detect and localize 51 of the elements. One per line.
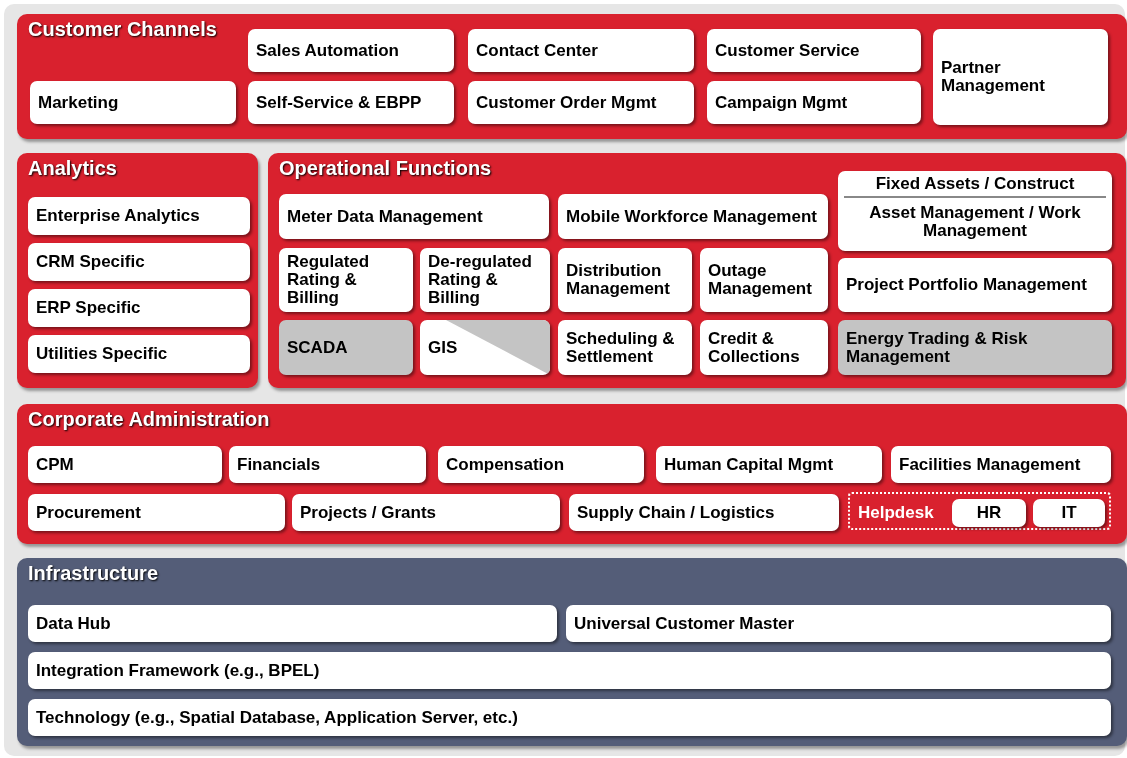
module-box: Sales Automation bbox=[248, 29, 454, 72]
module-box: Self-Service & EBPP bbox=[248, 81, 454, 124]
module-box: SCADA bbox=[279, 320, 413, 375]
module-box: Contact Center bbox=[468, 29, 694, 72]
section-panel bbox=[268, 153, 1126, 388]
module-box: Scheduling & Settlement bbox=[558, 320, 692, 375]
section-panel bbox=[17, 14, 1127, 139]
module-box: Customer Service bbox=[707, 29, 921, 72]
module-box: Integration Framework (e.g., BPEL) bbox=[28, 652, 1111, 689]
module-box: De-regulated Rating & Billing bbox=[420, 248, 550, 312]
module-box: Campaign Mgmt bbox=[707, 81, 921, 124]
section-panel bbox=[17, 153, 258, 388]
module-box: Distribution Management bbox=[558, 248, 692, 312]
group-frame bbox=[848, 492, 1111, 530]
section-panel bbox=[17, 558, 1127, 746]
module-box: Credit & Collections bbox=[700, 320, 828, 375]
module-box: Facilities Management bbox=[891, 446, 1111, 483]
section-title: Infrastructure bbox=[28, 562, 159, 585]
section-panel bbox=[17, 404, 1127, 544]
module-box: Technology (e.g., Spatial Database, Application Server, etc.) bbox=[28, 699, 1111, 736]
module-box: Customer Order Mgmt bbox=[468, 81, 694, 124]
module-box: Partner Management bbox=[933, 29, 1108, 125]
section-title: Operational Functions bbox=[279, 157, 492, 180]
module-box: Meter Data Management bbox=[279, 194, 549, 239]
module-box: Marketing bbox=[30, 81, 236, 124]
module-box: GIS bbox=[420, 320, 550, 375]
module-box: Compensation bbox=[438, 446, 644, 483]
module-box: Fixed Assets / Construct Asset Management / Work Management bbox=[838, 171, 1112, 251]
module-box: Utilities Specific bbox=[28, 335, 250, 373]
module-box: CPM bbox=[28, 446, 222, 483]
group-title: Helpdesk bbox=[858, 503, 934, 523]
module-box: ERP Specific bbox=[28, 289, 250, 327]
module-box: Project Portfolio Management bbox=[838, 258, 1112, 312]
module-box: Projects / Grants bbox=[292, 494, 560, 531]
module-box: Data Hub bbox=[28, 605, 557, 642]
module-box: IT bbox=[1033, 499, 1105, 527]
section-title: Analytics bbox=[28, 157, 117, 180]
module-box: Enterprise Analytics bbox=[28, 197, 250, 235]
module-box: Human Capital Mgmt bbox=[656, 446, 882, 483]
section-title: Customer Channels bbox=[28, 18, 217, 41]
module-box: Outage Management bbox=[700, 248, 828, 312]
module-box: Financials bbox=[229, 446, 426, 483]
module-box: Energy Trading & Risk Management bbox=[838, 320, 1112, 375]
module-box: CRM Specific bbox=[28, 243, 250, 281]
module-box: Universal Customer Master bbox=[566, 605, 1111, 642]
module-box: Supply Chain / Logistics bbox=[569, 494, 839, 531]
module-box: Mobile Workforce Management bbox=[558, 194, 828, 239]
module-box: HR bbox=[952, 499, 1026, 527]
section-title: Corporate Administration bbox=[28, 408, 270, 431]
module-box: Procurement bbox=[28, 494, 285, 531]
module-box: Regulated Rating & Billing bbox=[279, 248, 413, 312]
